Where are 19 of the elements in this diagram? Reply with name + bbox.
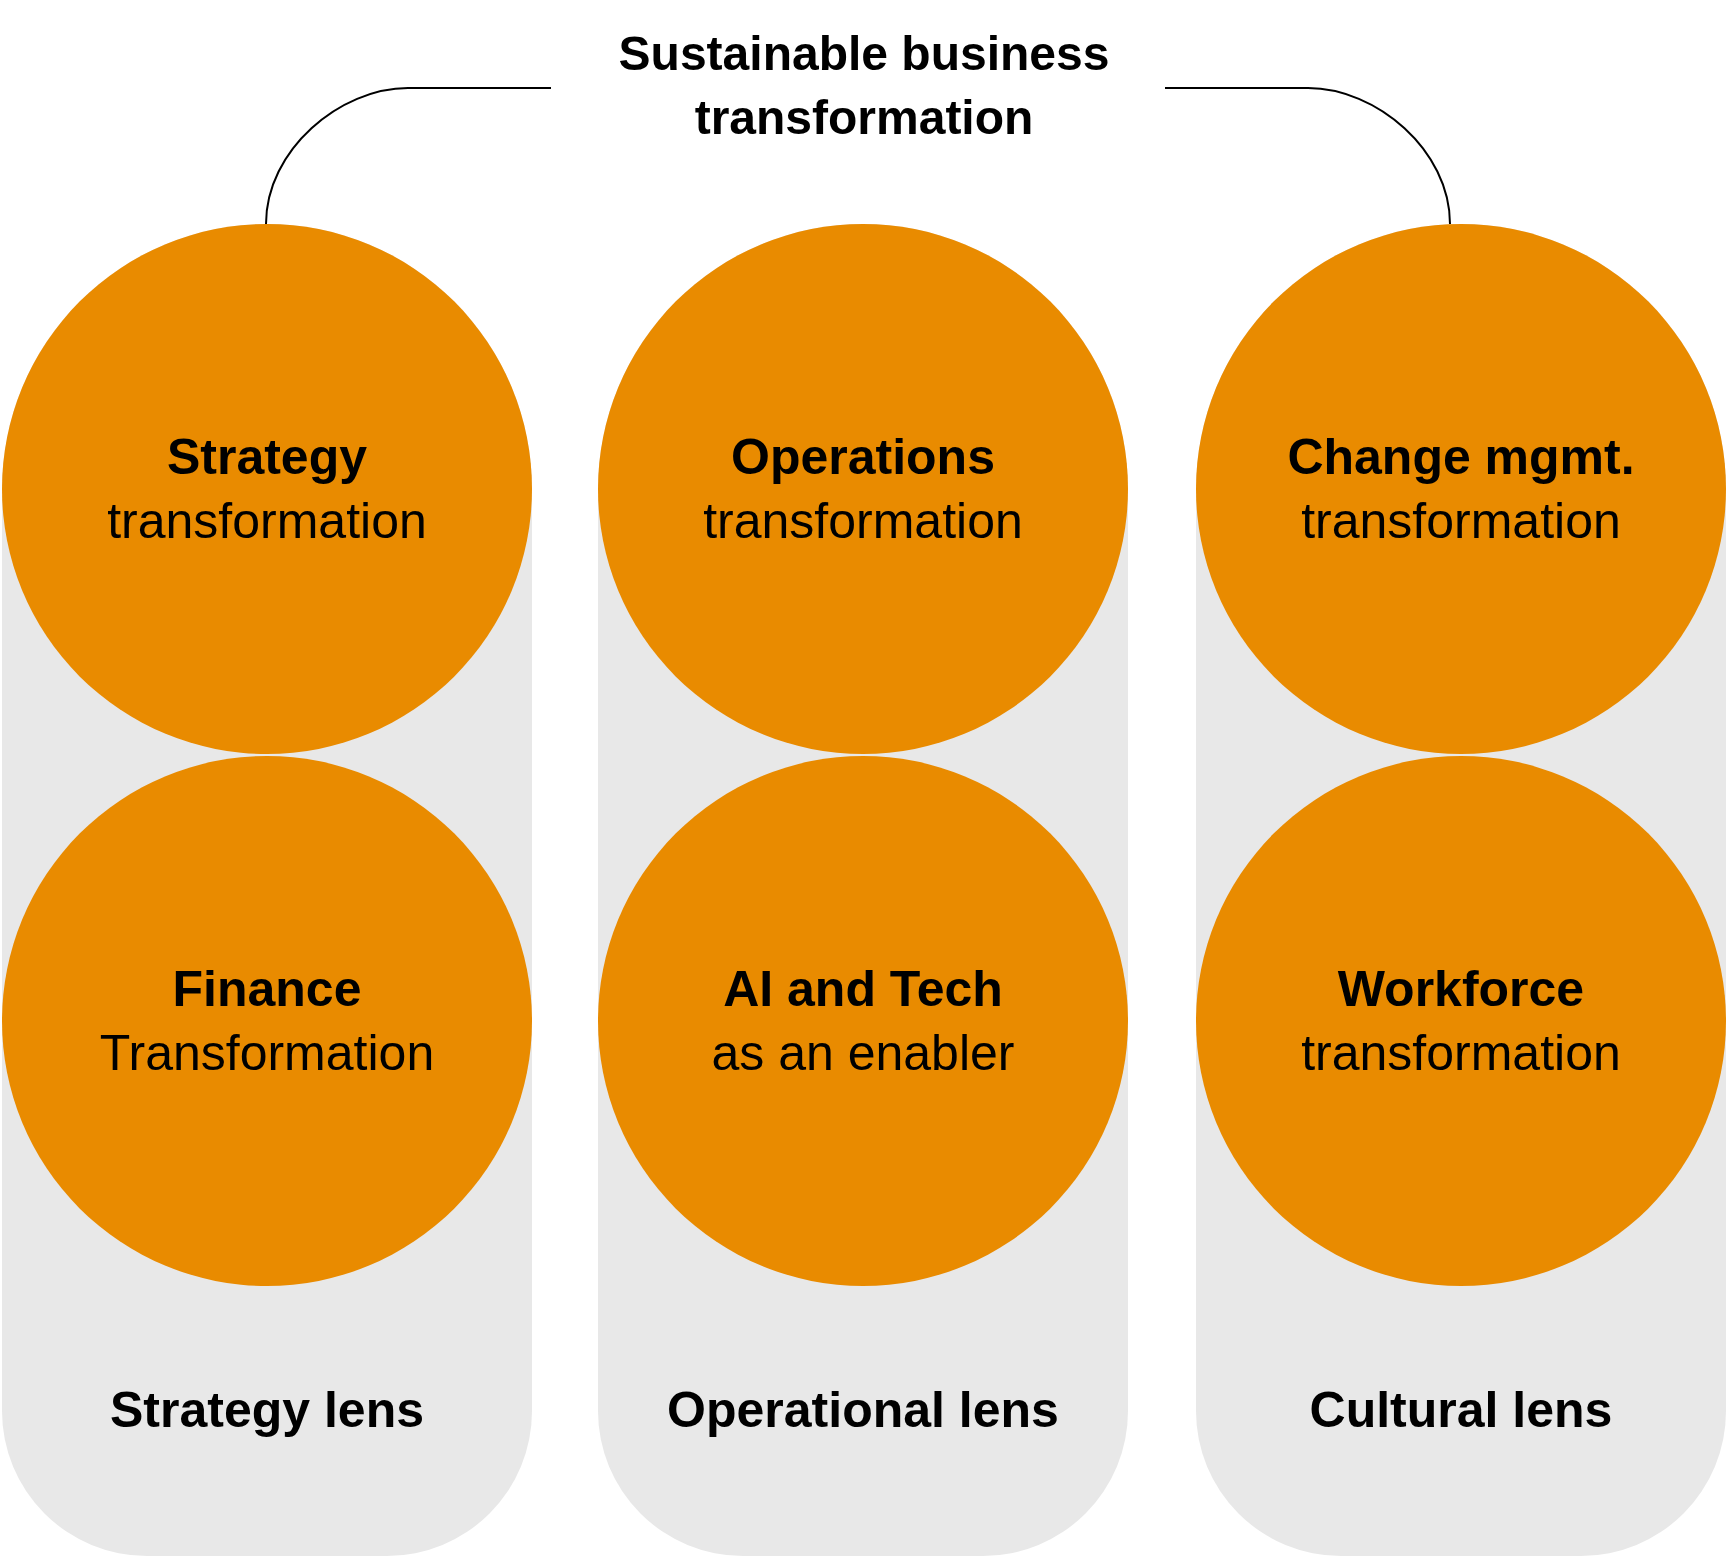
circle-heading: Change mgmt.: [1287, 428, 1635, 487]
lens-column: [2, 224, 532, 1556]
circle-heading: Workforce: [1337, 960, 1585, 1019]
circle-heading: Operations: [731, 428, 995, 487]
lens-label: Cultural lens: [1308, 1381, 1614, 1440]
lens-column: [1196, 224, 1726, 1556]
lens-label: Strategy lens: [109, 1381, 425, 1440]
circle-heading: Finance: [172, 960, 362, 1019]
diagram-title: Sustainable business transformation: [617, 26, 1111, 146]
circle-subtitle: as an enabler: [711, 1024, 1015, 1083]
circle-subtitle: transformation: [1301, 492, 1621, 551]
circle-heading: Strategy: [166, 428, 368, 487]
circle-heading: AI and Tech: [723, 960, 1003, 1019]
circle-subtitle: Transformation: [99, 1024, 435, 1083]
circle-subtitle: transformation: [1301, 1024, 1621, 1083]
lens-column: [598, 224, 1128, 1556]
circle-subtitle: transformation: [703, 492, 1023, 551]
lens-label: Operational lens: [666, 1381, 1060, 1440]
circle-subtitle: transformation: [107, 492, 427, 551]
